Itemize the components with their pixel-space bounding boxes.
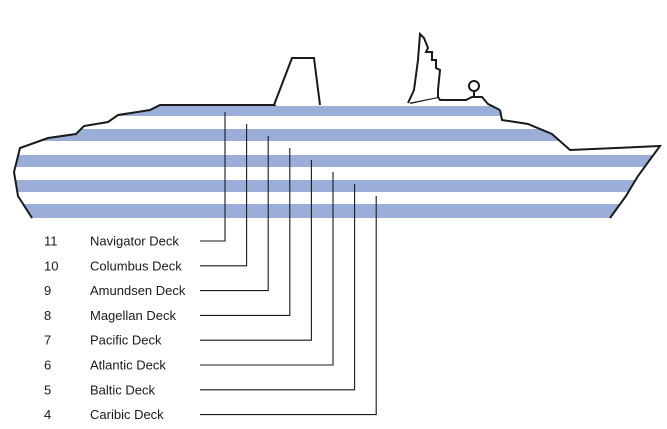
deck-leader-line: [200, 184, 356, 391]
deck-stripe: [14, 106, 660, 116]
deck-number: 5: [44, 382, 51, 397]
deck-labels: 11 Navigator Deck 10 Columbus Deck 9 Amundsen…: [44, 112, 377, 422]
deck-number: 7: [44, 333, 51, 348]
deck-name: Amundsen Deck: [90, 283, 186, 298]
radar-mast: [468, 80, 480, 98]
deck-number: 9: [44, 283, 51, 298]
ship-outline-bow: [499, 109, 663, 219]
deck-leader-line: [200, 148, 291, 316]
deck-stripes: [14, 106, 660, 218]
ship-outline: [12, 104, 276, 219]
deck-name: Navigator Deck: [90, 234, 179, 249]
deck-name: Pacific Deck: [90, 333, 162, 348]
deck-name: Baltic Deck: [90, 382, 156, 397]
ship-outline-upper: [409, 95, 501, 111]
ship-funnel: [273, 57, 321, 106]
deck-number: 11: [44, 234, 58, 249]
deck-leader-line: [200, 172, 334, 366]
deck-number: 4: [44, 407, 51, 422]
deck-stripe: [14, 204, 660, 218]
deck-number: 6: [44, 358, 51, 373]
deck-number: 10: [44, 258, 58, 273]
deck-name: Caribic Deck: [90, 407, 164, 422]
deck-leader-line: [200, 124, 248, 267]
deck-stripe: [14, 155, 660, 167]
deck-name: Atlantic Deck: [90, 358, 166, 373]
ship-mast: [407, 31, 442, 104]
deck-stripe: [14, 180, 660, 192]
deck-name: Magellan Deck: [90, 308, 176, 323]
deck-stripe: [14, 129, 660, 141]
deck-leader-line: [200, 112, 226, 242]
deck-leader-line: [200, 136, 269, 292]
deck-number: 8: [44, 308, 51, 323]
deck-leader-line: [200, 196, 377, 416]
deck-name: Columbus Deck: [90, 258, 182, 273]
deck-leader-line: [200, 160, 312, 341]
